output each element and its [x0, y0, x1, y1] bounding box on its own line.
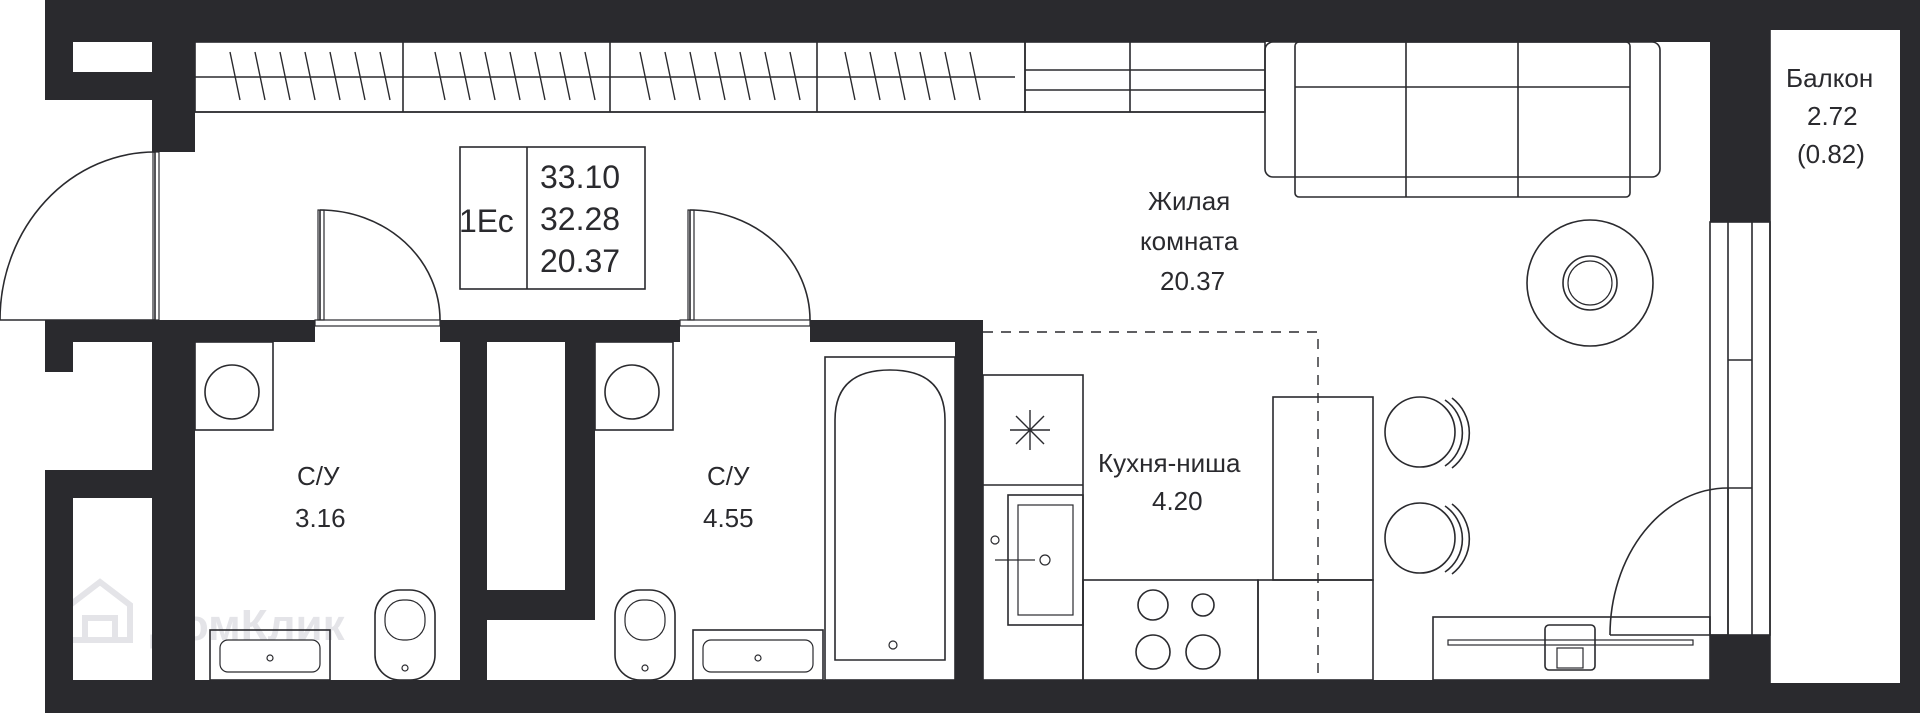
sofa: [1264, 41, 1661, 198]
room-label-living: Жилая комната 20.37: [1140, 186, 1239, 296]
bathroom-door-2: [679, 209, 811, 327]
round-table: [1526, 219, 1654, 347]
fridge-icon: [1010, 410, 1050, 450]
bathroom-2-area: 4.55: [703, 503, 754, 533]
balcony-window: [1709, 221, 1771, 636]
living-area: 20.37: [540, 243, 620, 279]
room-label-bathroom-1: С/У 3.16: [295, 461, 346, 533]
wardrobe: [194, 41, 1266, 113]
chairs: [1384, 396, 1471, 575]
stove-icon: [1082, 579, 1259, 681]
washing-machine-icon: [604, 364, 660, 420]
room-label-balcony: Балкон 2.72 (0.82): [1786, 63, 1873, 169]
balcony-coefficient-area: (0.82): [1797, 139, 1865, 169]
bathroom-1-area: 3.16: [295, 503, 346, 533]
balcony-door: [1609, 30, 1771, 683]
hangers: [229, 51, 981, 101]
toilet-icon: [614, 589, 676, 681]
sink-icon: [209, 629, 331, 681]
bathroom-2-name: С/У: [707, 461, 750, 491]
kitchen-area: 4.20: [1152, 486, 1203, 516]
room-label-kitchen: Кухня-ниша 4.20: [1098, 448, 1241, 516]
apartment-type: 1Ес: [459, 203, 514, 239]
room-label-bathroom-2: С/У 4.55: [703, 461, 754, 533]
total-area: 33.10: [540, 159, 620, 195]
tv-desk: [1432, 616, 1711, 681]
toilet-icon: [374, 589, 436, 681]
bathroom-1-fixtures: [194, 341, 436, 681]
washing-machine-icon: [204, 364, 260, 420]
living-room-name-2: комната: [1140, 226, 1239, 256]
bathroom-door-1: [314, 209, 441, 327]
balcony-name: Балкон: [1786, 63, 1873, 93]
sink-icon: [692, 629, 824, 681]
living-room-area: 20.37: [1160, 266, 1225, 296]
bathroom-1-name: С/У: [297, 461, 340, 491]
living-room-name: Жилая: [1148, 186, 1230, 216]
summary-table: 1Ес 33.10 32.28 20.37: [459, 146, 646, 290]
kitchen-fixtures: [982, 331, 1374, 681]
bathroom-2-fixtures: [594, 341, 956, 681]
house-logo-icon: [67, 578, 133, 643]
entrance-door: [0, 151, 160, 321]
area-without-balcony: 32.28: [540, 201, 620, 237]
bathtub-icon: [824, 356, 956, 681]
kitchen-name: Кухня-ниша: [1098, 448, 1241, 478]
balcony-area: 2.72: [1807, 101, 1858, 131]
walls: [45, 0, 1920, 713]
